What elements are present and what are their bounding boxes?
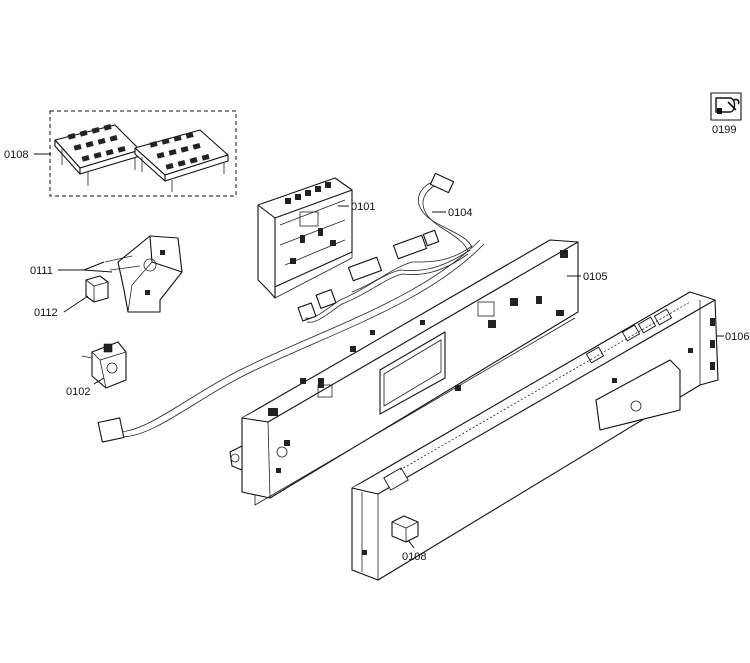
part-0101-control-module <box>257 177 353 299</box>
label-0106: 0106 <box>725 331 749 343</box>
service-wrench-icon <box>710 92 742 121</box>
part-0106-fascia-panel <box>351 291 719 581</box>
part-0108-keymats <box>49 110 237 197</box>
label-0105: 0105 <box>583 271 607 283</box>
part-0111-switch <box>104 235 183 313</box>
part-0112-relay <box>85 275 109 303</box>
label-0101: 0101 <box>351 201 375 213</box>
label-0104: 0104 <box>448 207 472 219</box>
label-0102: 0102 <box>66 386 90 398</box>
label-0111: 0111 <box>30 265 53 277</box>
label-0199: 0199 <box>712 124 736 136</box>
part-0104-wire-harness <box>97 172 485 443</box>
label-0108-top: 0108 <box>4 149 28 161</box>
part-0102-door-switch <box>81 341 127 389</box>
part-0108-cap <box>391 515 419 543</box>
part-0105-inner-panel <box>229 239 579 506</box>
label-0112: 0112 <box>34 307 58 319</box>
label-0108-bottom: 0108 <box>402 551 426 563</box>
